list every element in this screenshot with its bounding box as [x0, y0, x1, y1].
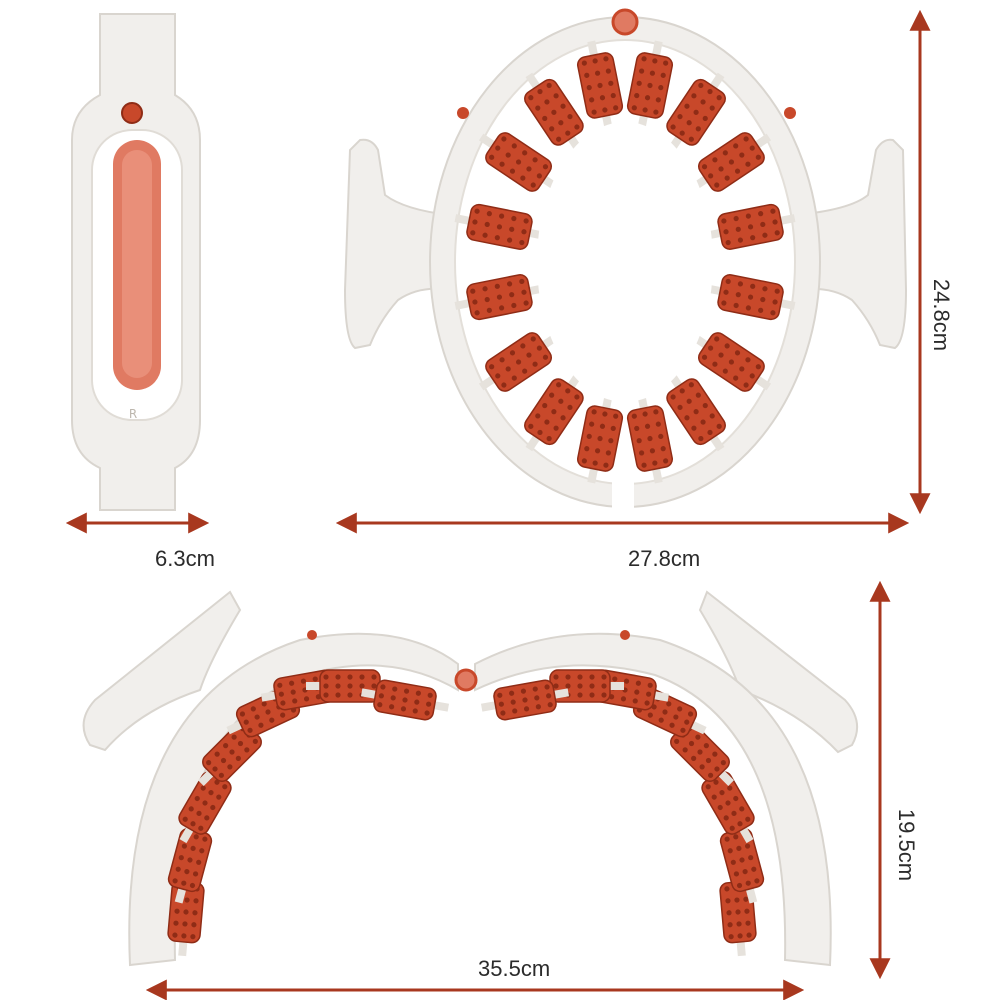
arc-width-label: 35.5cm: [478, 956, 551, 981]
massage-roller: [167, 816, 213, 904]
massage-roller: [701, 762, 755, 844]
side-width-label: 6.3cm: [155, 546, 215, 571]
massage-roller: [691, 332, 772, 392]
massage-roller: [705, 203, 796, 250]
massage-roller: [705, 274, 796, 321]
massage-roller: [454, 203, 545, 250]
massage-roller: [478, 332, 559, 392]
massage-roller: [524, 72, 584, 152]
massage-roller: [666, 72, 726, 152]
closed-ring-massager: [343, 8, 908, 512]
arc-rollers: [167, 669, 765, 957]
massage-roller: [524, 372, 584, 452]
massage-roller: [666, 372, 726, 452]
massage-roller: [626, 40, 674, 131]
massage-roller: [691, 132, 772, 192]
ring-rollers: [454, 40, 796, 484]
massage-roller: [360, 679, 450, 721]
massage-roller: [576, 393, 624, 484]
massage-roller: [626, 393, 674, 484]
massage-roller: [719, 816, 765, 904]
massage-roller: [480, 679, 570, 721]
ring-width-label: 27.8cm: [628, 546, 701, 571]
massage-roller: [178, 762, 232, 844]
massage-roller: [454, 274, 545, 321]
svg-text:R: R: [129, 407, 137, 421]
ring-height-label: 24.8cm: [929, 278, 955, 352]
open-arc-massager: [82, 590, 859, 967]
arc-height-label: 19.5cm: [894, 808, 920, 882]
side-view-device: R: [71, 13, 201, 511]
massage-roller: [576, 40, 624, 131]
massage-roller: [478, 132, 559, 192]
